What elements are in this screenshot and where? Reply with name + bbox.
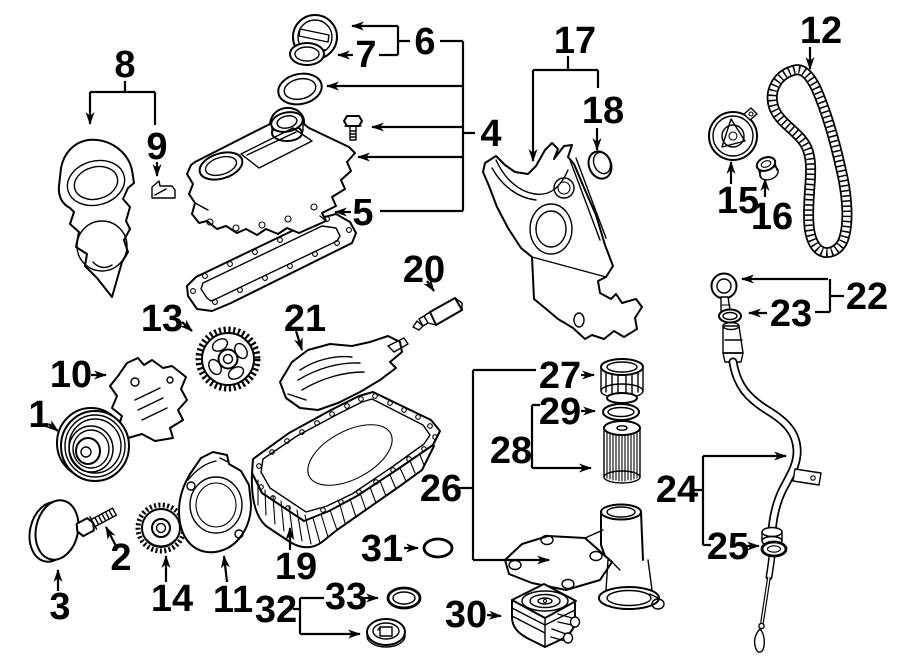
part-callout-10: 10 xyxy=(50,354,92,396)
part-callout-29: 29 xyxy=(539,391,581,433)
filler-neck-seal-drawing xyxy=(277,72,323,106)
camshaft-sprocket-drawing xyxy=(195,326,261,392)
dipstick-tube-drawing xyxy=(722,321,822,653)
drain-plug-oring-drawing xyxy=(386,586,422,610)
part-callout-12: 12 xyxy=(800,10,842,52)
part-callout-5: 5 xyxy=(352,192,373,234)
part-callout-33: 33 xyxy=(325,576,367,618)
dipstick-tube-oring-drawing xyxy=(760,540,788,558)
camshaft-seal-drawing xyxy=(587,150,613,180)
part-callout-31: 31 xyxy=(361,528,403,570)
part-callout-21: 21 xyxy=(284,298,326,340)
part-callout-11: 11 xyxy=(213,579,253,621)
part-callout-20: 20 xyxy=(403,249,445,291)
belt-tensioner-drawing xyxy=(708,107,758,161)
part-callout-3: 3 xyxy=(49,586,70,628)
tensioner-roller-drawing xyxy=(755,156,779,181)
upper-timing-cover-drawing xyxy=(57,138,135,298)
part-callout-18: 18 xyxy=(582,90,624,132)
oil-cooler-drawing xyxy=(511,583,581,648)
callout-labels: 1234567891011121314151617181920212223242… xyxy=(28,10,888,636)
oil-filter-cap-oring-drawing xyxy=(602,403,640,421)
crankshaft-pulley-drawing xyxy=(56,407,130,482)
part-callout-27: 27 xyxy=(539,355,581,397)
seal-retainer-plate-drawing xyxy=(178,451,252,554)
oil-filter-element-drawing xyxy=(603,420,641,484)
sealant-bead-symbol xyxy=(151,180,176,199)
part-callout-24: 24 xyxy=(656,469,698,511)
part-callout-7: 7 xyxy=(355,34,376,76)
timing-belt-drawing xyxy=(766,64,853,258)
leader-lines xyxy=(45,21,844,639)
timing-cover-bracket-drawing xyxy=(109,357,188,442)
valve-cover-bolt-drawing xyxy=(343,115,363,141)
valve-cover-drawing xyxy=(186,106,356,236)
part-callout-17: 17 xyxy=(554,20,596,62)
part-callout-14: 14 xyxy=(151,578,193,620)
part-callout-28: 28 xyxy=(490,430,532,472)
part-callout-19: 19 xyxy=(275,546,317,588)
part-callout-26: 26 xyxy=(420,468,462,510)
part-callout-6: 6 xyxy=(414,21,435,63)
part-callout-22: 22 xyxy=(846,276,888,318)
cap-seal-ring-drawing xyxy=(289,42,325,66)
oil-pan-drawing xyxy=(250,391,441,549)
part-callout-8: 8 xyxy=(114,44,135,86)
part-callout-15: 15 xyxy=(717,180,759,222)
part-callout-2: 2 xyxy=(110,537,131,579)
part-callout-25: 25 xyxy=(707,526,749,568)
part-callout-30: 30 xyxy=(445,594,487,636)
part-callout-13: 13 xyxy=(141,298,183,340)
part-callout-23: 23 xyxy=(770,293,812,335)
dipstick-drawing xyxy=(710,272,738,317)
part-callout-4: 4 xyxy=(480,113,501,155)
oring-drawing xyxy=(422,537,454,559)
drain-plug-drawing xyxy=(366,618,406,648)
sealant-tube-drawing xyxy=(412,297,463,331)
oil-filter-cap-drawing xyxy=(600,358,644,404)
part-callout-1: 1 xyxy=(28,394,49,436)
part-callout-9: 9 xyxy=(146,126,167,168)
oil-baffle-drawing xyxy=(279,335,409,411)
valve-cover-gasket-drawing xyxy=(186,213,357,312)
lower-timing-cover-drawing xyxy=(482,142,643,340)
pulley-bolt-drawing xyxy=(75,507,118,538)
oil-filter-housing-drawing xyxy=(504,503,665,610)
dipstick-seal-drawing xyxy=(718,308,742,324)
sealing-cap-drawing xyxy=(28,499,80,563)
part-callout-16: 16 xyxy=(751,196,793,238)
part-callout-32: 32 xyxy=(255,589,297,631)
